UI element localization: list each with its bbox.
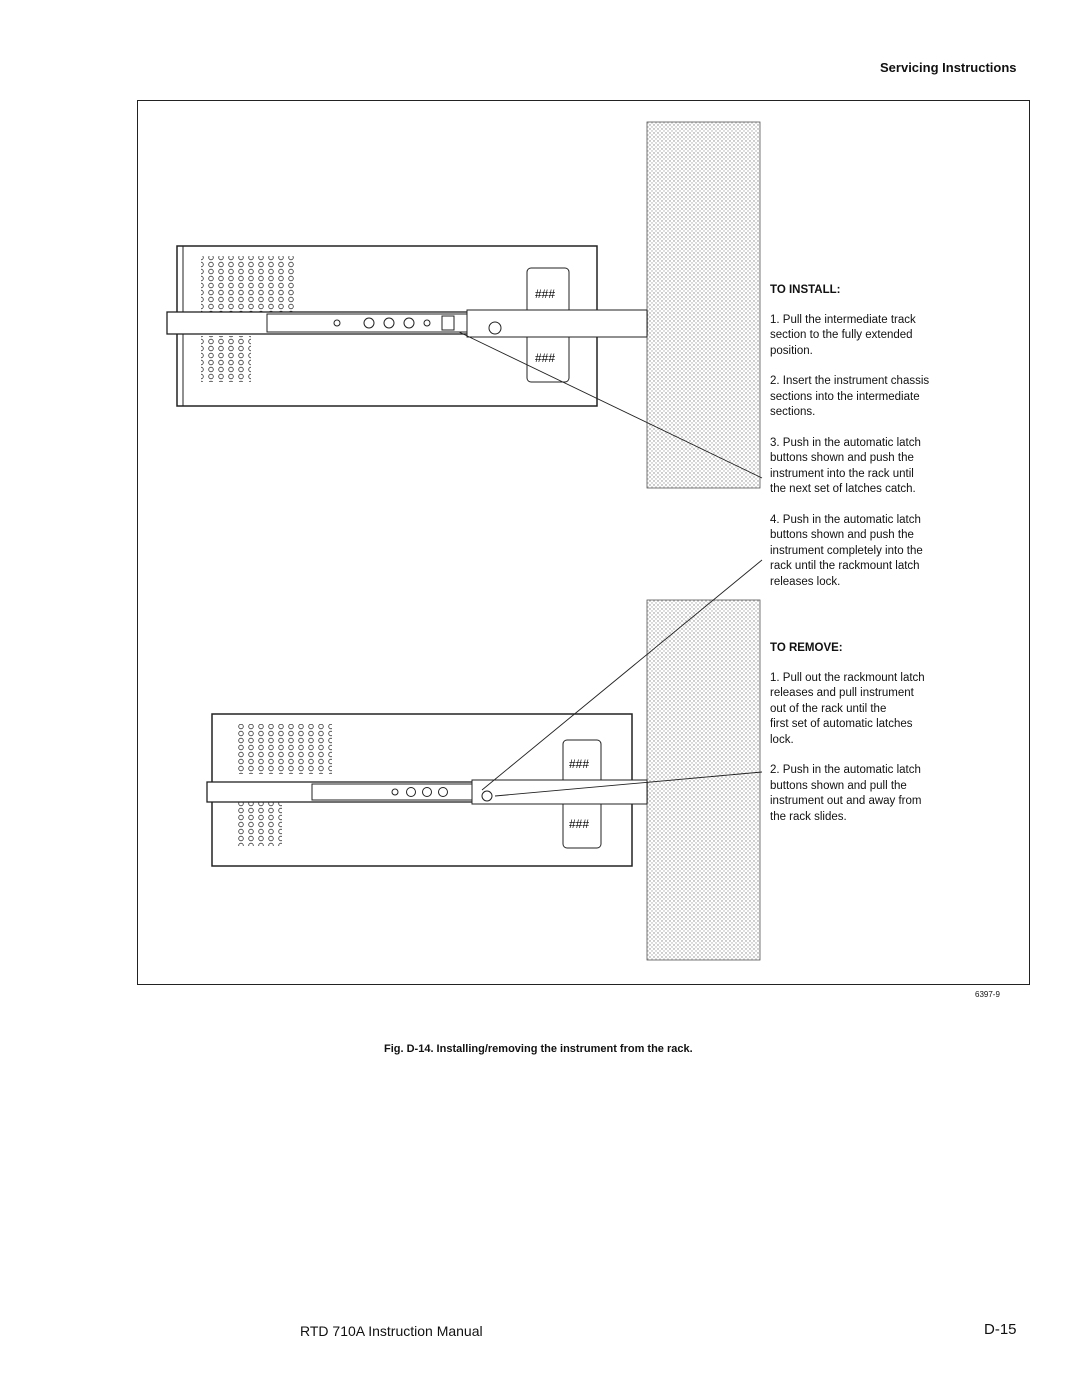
install-step: 4. Push in the automatic latch buttons s… — [770, 513, 923, 588]
rack-column-top — [646, 121, 761, 489]
instrument-bottom: ### ### — [206, 559, 763, 867]
figure-frame-top — [137, 100, 1030, 101]
footer-manual-title: RTD 710A Instruction Manual — [300, 1323, 483, 1339]
rack-column-bottom — [646, 599, 761, 961]
remove-step: 1. Pull out the rackmount latch releases… — [770, 671, 925, 746]
remove-step: 2. Push in the automatic latch buttons s… — [770, 764, 922, 823]
svg-text:###: ### — [535, 351, 555, 365]
svg-text:###: ### — [569, 757, 589, 771]
install-step: 3. Push in the automatic latch buttons s… — [770, 436, 921, 496]
install-instructions: TO INSTALL: 1. Pull the intermediate tra… — [770, 283, 1000, 605]
install-step: 2. Insert the instrument chassis section… — [770, 375, 930, 418]
rack-install-diagram: ### ### ### ### — [166, 121, 763, 961]
figure-caption: Fig. D-14. Installing/removing the instr… — [384, 1043, 693, 1055]
install-title: TO INSTALL: — [770, 284, 841, 296]
instrument-top: ### ### — [166, 245, 763, 479]
remove-instructions: TO REMOVE: 1. Pull out the rackmount lat… — [770, 641, 1020, 840]
remove-title: TO REMOVE: — [770, 642, 843, 654]
svg-text:###: ### — [535, 287, 555, 301]
install-step: 1. Pull the intermediate track section t… — [770, 313, 916, 357]
svg-text:###: ### — [569, 817, 589, 831]
figure-frame — [137, 100, 1030, 985]
figure-number: 6397-9 — [975, 990, 1000, 999]
page-number: D-15 — [984, 1321, 1017, 1338]
section-header: Servicing Instructions — [880, 60, 1017, 75]
